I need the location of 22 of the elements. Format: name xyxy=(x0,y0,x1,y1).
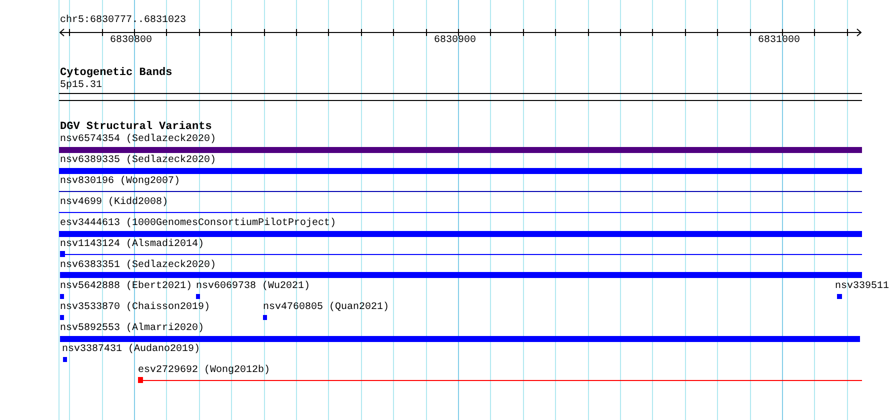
variant-label: nsv339511 xyxy=(835,281,890,292)
tick-label: 6830900 xyxy=(434,35,476,46)
variant-label: nsv6069738 (Wu2021) xyxy=(196,281,310,292)
variant-label: nsv4760805 (Quan2021) xyxy=(263,302,390,313)
tick-label: 6831000 xyxy=(758,35,800,46)
variant-label: nsv5642888 (Ebert2021) xyxy=(60,281,192,292)
variant-label: nsv6383351 (Sedlazeck2020) xyxy=(60,260,216,271)
variant-label: esv2729692 (Wong2012b) xyxy=(138,365,270,376)
variant-label: nsv6389335 (Sedlazeck2020) xyxy=(60,155,216,166)
variant-label: nsv830196 (Wong2007) xyxy=(60,176,180,187)
track-title: Cytogenetic Bands xyxy=(60,68,172,79)
variant-label: nsv3387431 (Audano2019) xyxy=(62,344,200,355)
variant-label: nsv4699 (Kidd2008) xyxy=(60,197,168,208)
variant-label: nsv1143124 (Alsmadi2014) xyxy=(60,239,204,250)
coordinate-label: chr5:6830777..6831023 xyxy=(60,15,186,26)
variant-label: esv3444613 (1000GenomesConsortiumPilotProject) xyxy=(60,218,336,229)
band-label: 5p15.31 xyxy=(60,80,102,91)
variant-label: nsv3533870 (Chaisson2019) xyxy=(60,302,210,313)
tick-label: 6830800 xyxy=(110,35,152,46)
variant-label: nsv6574354 (Sedlazeck2020) xyxy=(60,134,216,145)
track-title: DGV Structural Variants xyxy=(60,122,212,133)
variant-label: nsv5892553 (Almarri2020) xyxy=(60,323,204,334)
